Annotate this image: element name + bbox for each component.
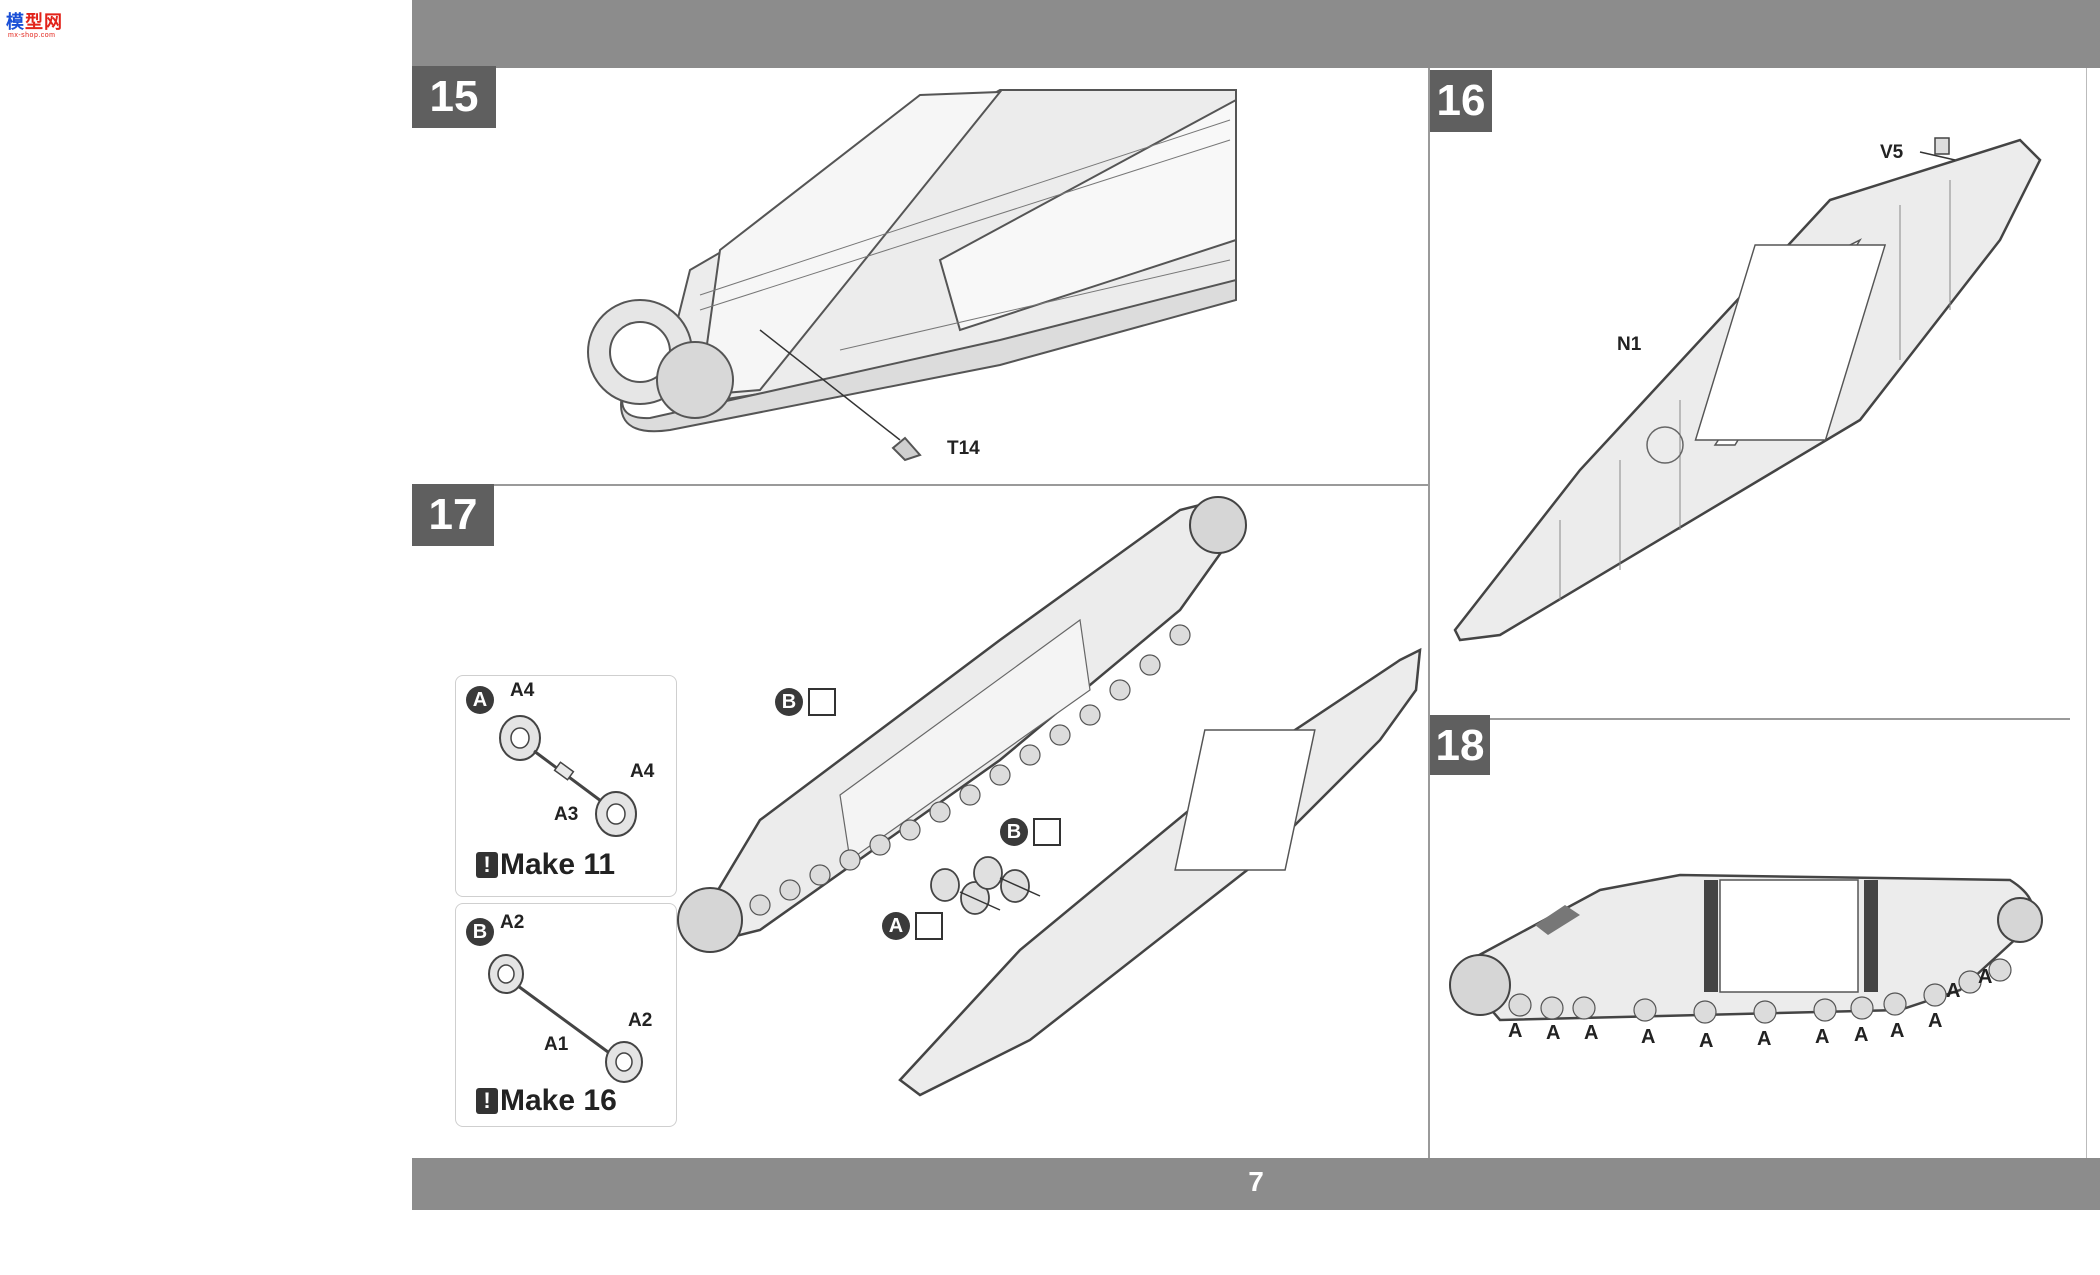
step18-wheel-label-9: A [1890, 1020, 1905, 1042]
site-logo: 模型网 mx-shop.com [6, 8, 70, 42]
subassembly-a-box: A A4 A4 A3 !Make 11 [455, 675, 677, 897]
step18-wheel-label-8: A [1854, 1024, 1869, 1046]
make-count-a-text: Make 11 [500, 848, 616, 881]
make-count-b-text: Make 16 [500, 1084, 617, 1117]
header-bar [412, 0, 2100, 68]
part-label-a2-top: A2 [500, 912, 525, 933]
assembly-marker-b-1: B [775, 688, 803, 716]
warning-icon: ! [476, 1088, 498, 1114]
subassembly-a-drawing [499, 715, 637, 837]
step-15-number: 15 [412, 66, 496, 128]
part-label-a1: A1 [544, 1034, 569, 1055]
step-18-number: 18 [1430, 715, 1490, 775]
divider-horizontal-left [412, 484, 1428, 486]
step18-wheel-label-3: A [1584, 1022, 1599, 1044]
part-label-t14: T14 [947, 438, 980, 459]
no-glue-icon-2 [1033, 818, 1061, 846]
make-count-a: !Make 11 [476, 848, 615, 882]
subassembly-b-box: B A2 A2 A1 !Make 16 [455, 903, 677, 1127]
warning-icon: ! [476, 852, 498, 878]
part-label-a2-bottom: A2 [628, 1010, 653, 1031]
step18-wheel-label-11: A [1946, 980, 1961, 1002]
step18-wheel-label-2: A [1546, 1022, 1561, 1044]
assembly-marker-b-2: B [1000, 818, 1028, 846]
part-label-a3: A3 [554, 804, 579, 825]
logo-main-a: 模 [6, 12, 25, 32]
part-label-a4-bottom: A4 [630, 761, 655, 782]
step-16-number: 16 [1430, 70, 1492, 132]
step18-wheel-label-5: A [1699, 1030, 1714, 1052]
footer-bar: 7 [412, 1158, 2100, 1210]
logo-subtext: mx-shop.com [8, 32, 56, 39]
no-glue-icon-3 [915, 912, 943, 940]
logo-text: 模型网 [6, 8, 63, 34]
page-number: 7 [1248, 1166, 1264, 1197]
divider-right-edge [2086, 68, 2087, 1158]
step18-wheel-label-7: A [1815, 1026, 1830, 1048]
subassembly-b-marker: B [466, 918, 494, 946]
step-17-number: 17 [412, 484, 494, 546]
subassembly-a-marker: A [466, 686, 494, 714]
divider-horizontal-right [1430, 718, 2070, 720]
step18-wheel-label-12: A [1978, 966, 1993, 988]
subassembly-b-drawing [488, 954, 643, 1083]
part-label-v5: V5 [1880, 142, 1904, 163]
divider-vertical [1428, 68, 1430, 1158]
part-label-n1: N1 [1617, 334, 1642, 355]
step18-wheel-label-6: A [1757, 1028, 1772, 1050]
step18-wheel-label-4: A [1641, 1026, 1656, 1048]
part-label-a4-top: A4 [510, 680, 535, 701]
logo-main-b: 型网 [25, 12, 63, 32]
no-glue-icon-1 [808, 688, 836, 716]
assembly-marker-a-1: A [882, 912, 910, 940]
step18-wheel-label-10: A [1928, 1010, 1943, 1032]
make-count-b: !Make 16 [476, 1084, 617, 1118]
step18-wheel-label-1: A [1508, 1020, 1523, 1042]
